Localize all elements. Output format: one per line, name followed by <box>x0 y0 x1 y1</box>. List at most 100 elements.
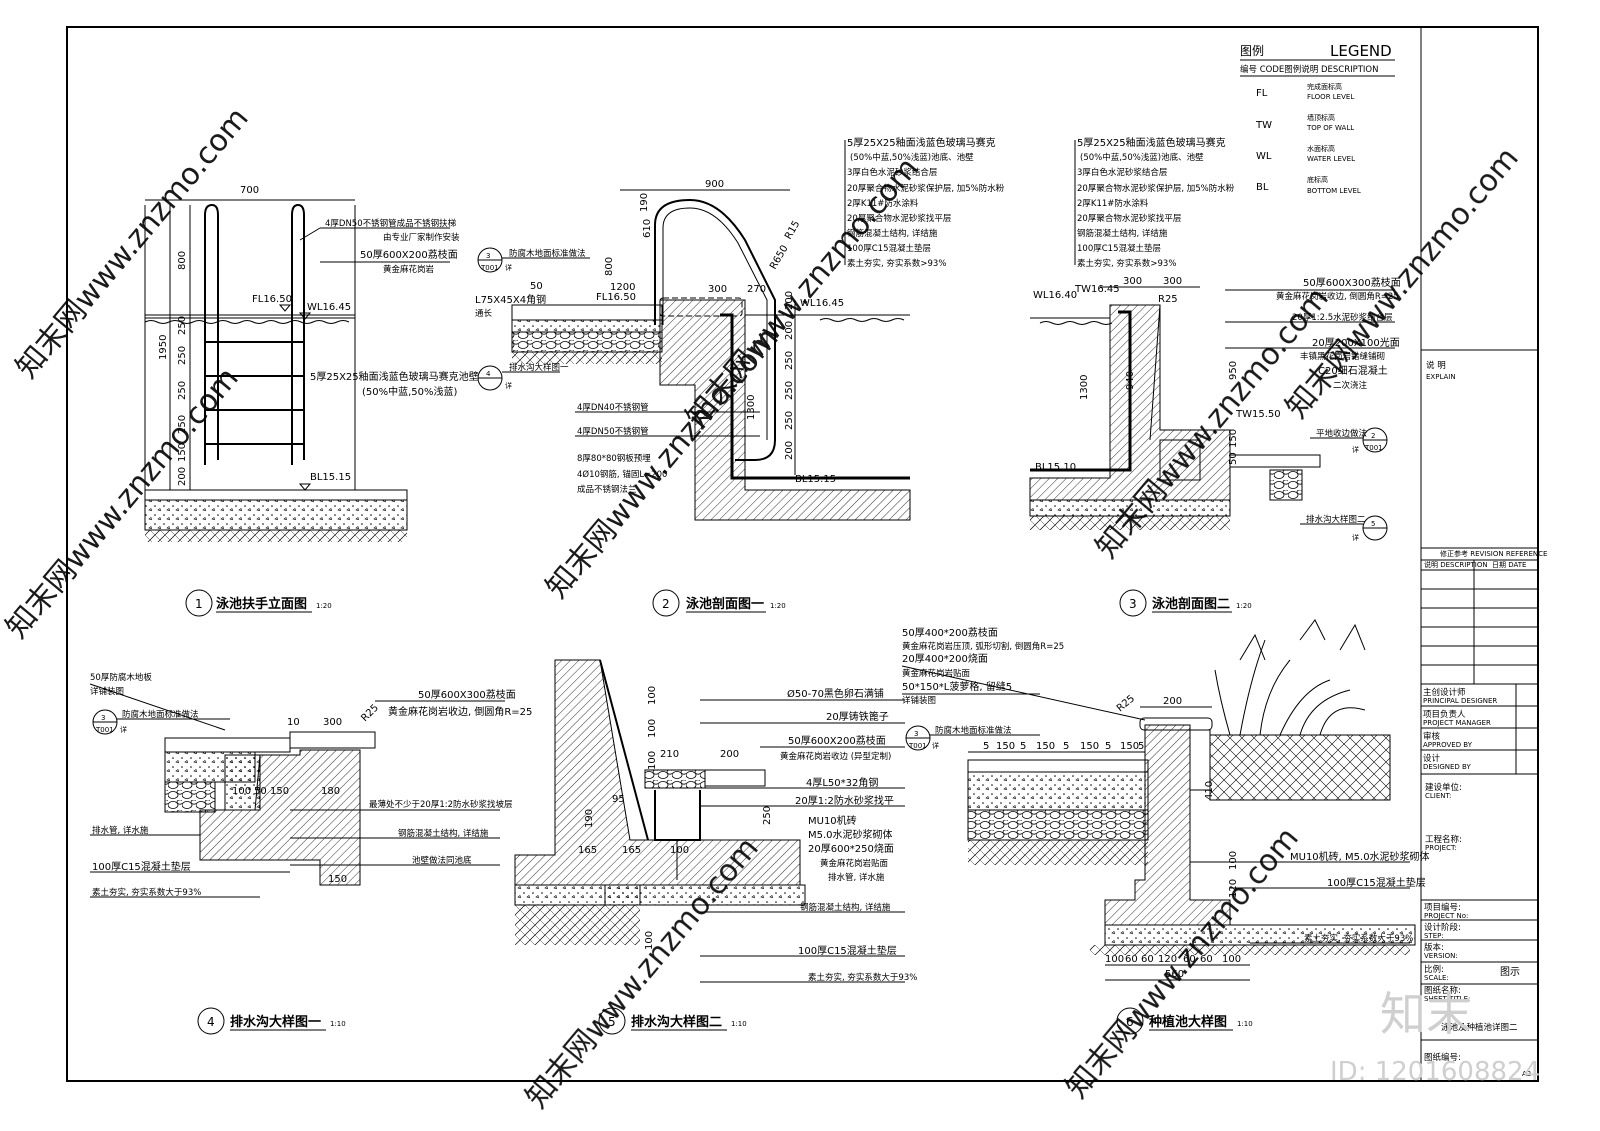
svg-text:DESIGNED BY: DESIGNED BY <box>1423 763 1471 771</box>
svg-text:150: 150 <box>177 443 188 462</box>
svg-text:165: 165 <box>578 845 597 856</box>
svg-text:150: 150 <box>328 874 347 885</box>
svg-text:940: 940 <box>1125 371 1136 390</box>
svg-text:详: 详 <box>505 381 512 390</box>
svg-text:4Ø10钢筋, 锚固L=200: 4Ø10钢筋, 锚固L=200 <box>577 469 667 480</box>
svg-text:2厚K11#防水涂料: 2厚K11#防水涂料 <box>1077 198 1149 209</box>
svg-text:3厚白色水泥砂浆结合层: 3厚白色水泥砂浆结合层 <box>1077 167 1167 178</box>
svg-text:STEP:: STEP: <box>1424 932 1444 940</box>
svg-text:由专业厂家制作安装: 由专业厂家制作安装 <box>383 232 460 243</box>
svg-text:95: 95 <box>612 794 625 805</box>
svg-text:5厚25X25釉面浅蓝色玻璃马赛克: 5厚25X25釉面浅蓝色玻璃马赛克 <box>847 136 996 149</box>
detail-title-6: 6 种植池大样图 1:10 <box>1116 1007 1253 1035</box>
svg-text:防腐木地面标准做法: 防腐木地面标准做法 <box>935 725 1012 736</box>
revision-title: 修正参考 REVISION REFERENCE <box>1440 549 1547 558</box>
svg-text:250: 250 <box>784 411 795 430</box>
detail-title-1: 1 泳池扶手立面图 1:20 <box>185 589 332 617</box>
svg-text:4: 4 <box>486 370 491 378</box>
svg-text:设计: 设计 <box>1423 753 1441 764</box>
svg-text:270: 270 <box>747 284 766 295</box>
svg-text:210: 210 <box>660 749 679 760</box>
scale-value: 图示 <box>1500 966 1520 978</box>
svg-text:5: 5 <box>608 1015 616 1029</box>
svg-text:250: 250 <box>177 316 188 335</box>
svg-text:图纸名称:: 图纸名称: <box>1424 985 1461 996</box>
svg-text:黄金麻花岗岩压顶, 弧形切割, 倒圆角R=25: 黄金麻花岗岩压顶, 弧形切割, 倒圆角R=25 <box>902 641 1064 652</box>
svg-text:WL16.45: WL16.45 <box>800 298 844 309</box>
svg-text:FL16.50: FL16.50 <box>596 292 636 303</box>
svg-text:100厚C15混凝土垫层: 100厚C15混凝土垫层 <box>1077 243 1161 254</box>
svg-text:200: 200 <box>784 321 795 340</box>
svg-text:池壁做法同池底: 池壁做法同池底 <box>412 855 472 866</box>
watermark-id: ID: 1201608824 <box>1330 1057 1540 1087</box>
svg-text:钢筋混凝土结构, 详结施: 钢筋混凝土结构, 详结施 <box>800 902 891 913</box>
svg-text:6: 6 <box>1126 1015 1134 1029</box>
svg-text:SCALE:: SCALE: <box>1424 974 1449 982</box>
svg-text:1:20: 1:20 <box>316 602 332 610</box>
svg-text:PROJECT:: PROJECT: <box>1425 844 1457 852</box>
svg-text:VERSION:: VERSION: <box>1424 952 1458 960</box>
svg-text:200: 200 <box>177 467 188 486</box>
svg-text:800: 800 <box>604 257 615 276</box>
svg-text:200: 200 <box>1163 696 1182 707</box>
svg-text:950: 950 <box>1228 361 1239 380</box>
svg-text:100: 100 <box>1228 851 1239 870</box>
svg-text:100: 100 <box>644 931 655 950</box>
svg-text:190: 190 <box>639 193 650 212</box>
svg-text:防腐木地面标准做法: 防腐木地面标准做法 <box>122 709 199 720</box>
svg-text:200: 200 <box>720 749 739 760</box>
svg-text:100: 100 <box>1105 954 1124 965</box>
svg-text:190: 190 <box>584 809 595 828</box>
svg-text:最薄处不少于20厚1:2防水砂浆找坡层: 最薄处不少于20厚1:2防水砂浆找坡层 <box>369 799 513 810</box>
svg-text:WL16.40: WL16.40 <box>1033 290 1077 301</box>
svg-text:T001: T001 <box>1364 444 1383 452</box>
svg-text:250: 250 <box>177 415 188 434</box>
svg-text:250: 250 <box>762 806 773 825</box>
project-label: 工程名称: <box>1425 834 1462 845</box>
svg-text:3: 3 <box>1129 597 1137 611</box>
svg-text:4厚DN40不锈钢管: 4厚DN40不锈钢管 <box>577 402 649 413</box>
svg-text:900: 900 <box>705 179 724 190</box>
detail-4-drain: 50厚防腐木地板 详铺装图 3 T001 防腐木地面标准做法 详 10 300 … <box>89 672 532 898</box>
svg-text:钢筋混凝土结构, 详结施: 钢筋混凝土结构, 详结施 <box>1077 228 1168 239</box>
svg-text:R650: R650 <box>768 243 791 271</box>
svg-text:60: 60 <box>1200 954 1213 965</box>
svg-text:4: 4 <box>207 1015 215 1029</box>
svg-text:通长: 通长 <box>475 308 493 319</box>
svg-text:20厚600*250烧面: 20厚600*250烧面 <box>808 842 894 855</box>
svg-text:300: 300 <box>1123 276 1142 287</box>
svg-text:50: 50 <box>1228 452 1239 465</box>
detail-2-pool-section: 900 1200 800 610 190 50 300 270 R650 R15… <box>475 179 911 521</box>
svg-text:200: 200 <box>784 441 795 460</box>
svg-text:项目编号:: 项目编号: <box>1424 902 1461 913</box>
svg-text:二次浇注: 二次浇注 <box>1333 380 1368 391</box>
svg-text:100: 100 <box>1222 954 1241 965</box>
svg-text:底标高: 底标高 <box>1307 175 1328 184</box>
svg-text:5厚25X25釉面浅蓝色玻璃马赛克: 5厚25X25釉面浅蓝色玻璃马赛克 <box>1077 136 1226 149</box>
legend-code-fl: FL <box>1256 88 1268 99</box>
svg-text:WL16.45: WL16.45 <box>307 302 351 313</box>
svg-text:5: 5 <box>1020 741 1026 752</box>
svg-text:(50%中蓝,50%浅蓝)池底、池壁: (50%中蓝,50%浅蓝)池底、池壁 <box>850 152 974 163</box>
svg-text:排水沟大样图二: 排水沟大样图二 <box>1306 514 1366 525</box>
svg-text:比例:: 比例: <box>1424 964 1444 975</box>
svg-text:黄金麻花岗岩贴面: 黄金麻花岗岩贴面 <box>820 858 889 869</box>
svg-text:R25: R25 <box>359 702 381 724</box>
svg-text:丰镇黑花岗岩错缝铺砌: 丰镇黑花岗岩错缝铺砌 <box>1300 351 1385 362</box>
legend-code-wl: WL <box>1256 151 1272 162</box>
svg-text:1:10: 1:10 <box>330 1020 346 1028</box>
svg-text:50厚防腐木地板: 50厚防腐木地板 <box>90 672 152 683</box>
svg-text:成品不锈钢法兰: 成品不锈钢法兰 <box>577 484 637 495</box>
svg-text:BL15.15: BL15.15 <box>310 472 351 483</box>
svg-text:50*150*L菠萝格, 留缝5: 50*150*L菠萝格, 留缝5 <box>902 680 1012 693</box>
svg-text:黄金麻花岗岩: 黄金麻花岗岩 <box>383 264 435 275</box>
svg-text:详铺装图: 详铺装图 <box>902 695 936 706</box>
svg-text:素土夯实, 夯实系数大于93%: 素土夯实, 夯实系数大于93% <box>1304 933 1413 944</box>
detail-title-4: 4 排水沟大样图一 1:10 <box>197 1007 346 1035</box>
svg-text:种植池大样图: 种植池大样图 <box>1148 1014 1227 1030</box>
svg-text:5: 5 <box>1063 741 1069 752</box>
svg-text:T001: T001 <box>908 742 927 750</box>
svg-text:1300: 1300 <box>1079 375 1090 400</box>
svg-text:FLOOR LEVEL: FLOOR LEVEL <box>1307 93 1354 101</box>
